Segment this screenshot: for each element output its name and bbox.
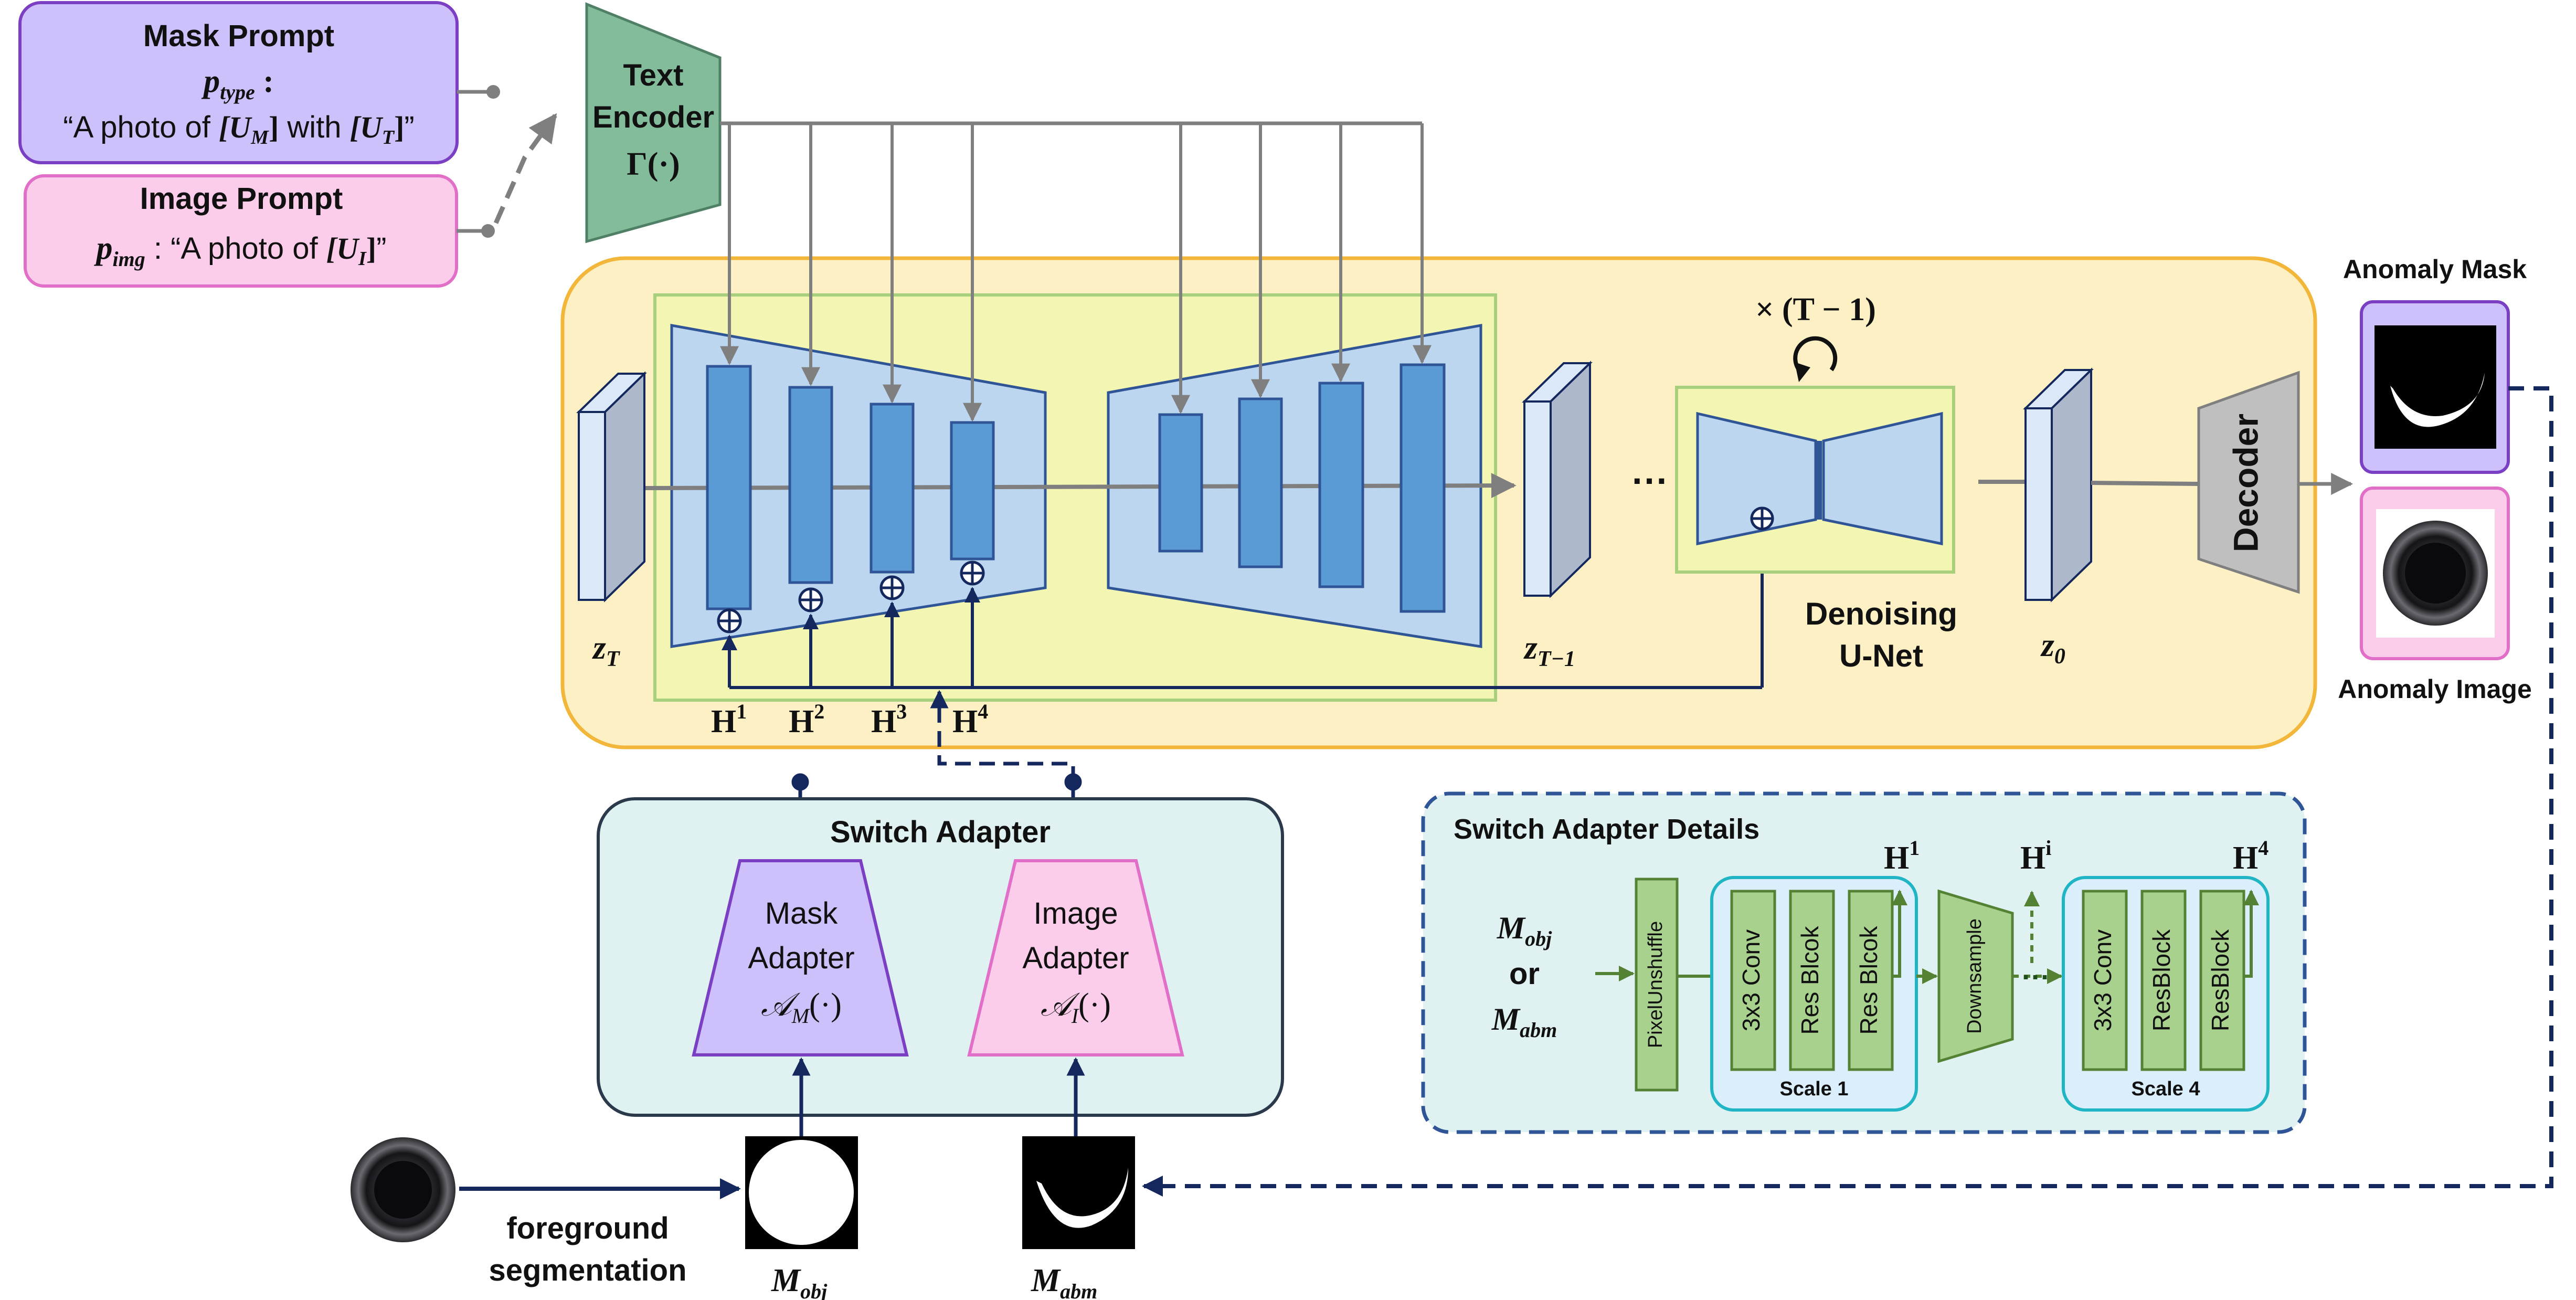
object-mask-image [745, 1136, 858, 1249]
image-adapter: Image Adapter 𝒜I(·) [967, 859, 1184, 1056]
scale4-label: Scale 4 [2132, 1078, 2200, 1100]
latent-zt-1-label: zT−1 [1523, 629, 1575, 671]
vae-decoder-label: Decoder [2226, 414, 2265, 552]
input-object-image [351, 1137, 455, 1242]
scale-4-group: 3x3 Conv ResBlock ResBlock Scale 4 [2062, 876, 2270, 1112]
latent-z0-label: z0 [2040, 626, 2065, 669]
details-h4-label: H4 [2233, 836, 2268, 876]
loop-arrowhead-icon [1795, 362, 1810, 382]
pixel-unshuffle-block: PixelUnshuffle [1635, 878, 1679, 1092]
loop-arrow-icon [1793, 336, 1838, 376]
unet-decoder-blocks [1158, 363, 1446, 613]
unet-encoder-blocks [706, 365, 995, 610]
switch-connector [791, 690, 1082, 802]
image-prompt-title: Image Prompt [140, 182, 343, 216]
details-h1-label: H1 [1884, 836, 1920, 876]
image-adapter-label-1: Image [1033, 896, 1118, 931]
mask-prompt-variable: ptype : [201, 64, 274, 104]
mask-feedback-line [1142, 386, 2553, 1197]
vae-decoder [2197, 371, 2300, 594]
details-input-obj: Mobj [1497, 911, 1552, 950]
anomaly-mask-input-image [1022, 1136, 1135, 1249]
scale-1-group: 3x3 Conv Res Blcok Res Blcok Scale 1 [1710, 876, 1918, 1112]
details-dots: ··· [2022, 961, 2050, 993]
scale1-block-2: Res Blcok [1796, 925, 1824, 1034]
mask-prompt-text: “A photo of [UM] with [UT]” [63, 110, 414, 149]
h-label-2: H2 [789, 700, 824, 739]
mask-prompt-title: Mask Prompt [143, 19, 334, 53]
adapter-input-arrows [792, 1057, 1085, 1136]
text-encoder-label-1: Text [623, 58, 684, 92]
image-adapter-label-2: Adapter [1022, 941, 1129, 975]
prompt-connectors [457, 85, 557, 238]
foreground-seg-label-1: foreground [506, 1211, 669, 1245]
h-label-4: H4 [952, 700, 988, 739]
scale1-block-3: Res Blcok [1855, 925, 1882, 1034]
denoising-unet-small [1675, 386, 1955, 574]
h-label-1: H1 [711, 700, 747, 739]
denoising-unet-label-2: U-Net [1839, 638, 1923, 673]
scale4-block-2: ResBlock [2148, 929, 2175, 1031]
mask-prompt-box: Mask Prompt ptype : “A photo of [UM] wit… [18, 1, 459, 164]
text-encoder-function: Γ(·) [627, 146, 680, 182]
image-prompt-text: pimg : “A photo of [UI]” [94, 230, 387, 271]
text-conditioning-lines [720, 121, 1432, 422]
scale1-label: Scale 1 [1780, 1078, 1849, 1100]
sampling-ellipsis: ··· [1632, 460, 1669, 501]
latent-zt [576, 371, 647, 603]
image-prompt-box: Image Prompt pimg : “A photo of [UI]” [24, 174, 458, 288]
details-input-abm: Mabm [1491, 1002, 1557, 1042]
m-abm-label: Mabm [1031, 1263, 1097, 1300]
m-obj-label: Mobj [771, 1263, 828, 1300]
scale4-output-arrow [2243, 890, 2259, 978]
anomaly-mask-output [2360, 300, 2510, 474]
mask-adapter-label-2: Adapter [748, 941, 854, 975]
pixel-unshuffle-label: PixelUnshuffle [1645, 921, 1667, 1048]
mask-adapter: Mask Adapter 𝒜M(·) [692, 859, 909, 1056]
downsample-label: Downsample [1964, 918, 1986, 1034]
foreground-seg-label-2: segmentation [489, 1253, 686, 1287]
z0-to-decoder-line [2091, 481, 2199, 486]
anomaly-image-output [2360, 487, 2510, 660]
repeat-count-label: × (T − 1) [1755, 292, 1876, 327]
latent-z0 [2023, 367, 2094, 603]
downsample-block: Downsample [1937, 889, 2014, 1063]
anomaly-image-title: Anomaly Image [2338, 674, 2532, 704]
mask-adapter-label-1: Mask [765, 896, 839, 931]
scale4-block-1: 3x3 Conv [2089, 929, 2116, 1031]
details-or: or [1509, 957, 1540, 991]
denoising-unet-label-1: Denoising [1805, 596, 1957, 631]
mask-adapter-function: 𝒜M(·) [761, 987, 842, 1028]
details-hi-label: Hi [2020, 836, 2051, 876]
text-encoder: Text Encoder Γ(·) [585, 2, 722, 244]
latent-flow-line [644, 473, 1517, 499]
text-encoder-label-2: Encoder [592, 100, 714, 134]
adapter-details-title: Switch Adapter Details [1454, 813, 1759, 845]
h-label-3: H3 [871, 700, 907, 739]
anomaly-mask-title: Anomaly Mask [2343, 255, 2527, 284]
scale4-block-3: ResBlock [2207, 929, 2234, 1031]
h-labels: H1 H2 H3 H4 [711, 700, 988, 739]
scale1-block-1: 3x3 Conv [1737, 929, 1765, 1031]
feature-injection-ops [717, 561, 985, 633]
latent-zt-1 [1522, 361, 1593, 598]
switch-adapter-title: Switch Adapter [830, 815, 1051, 849]
scale1-output-arrow [1892, 890, 1907, 978]
latent-zt-label: zT [592, 629, 621, 671]
